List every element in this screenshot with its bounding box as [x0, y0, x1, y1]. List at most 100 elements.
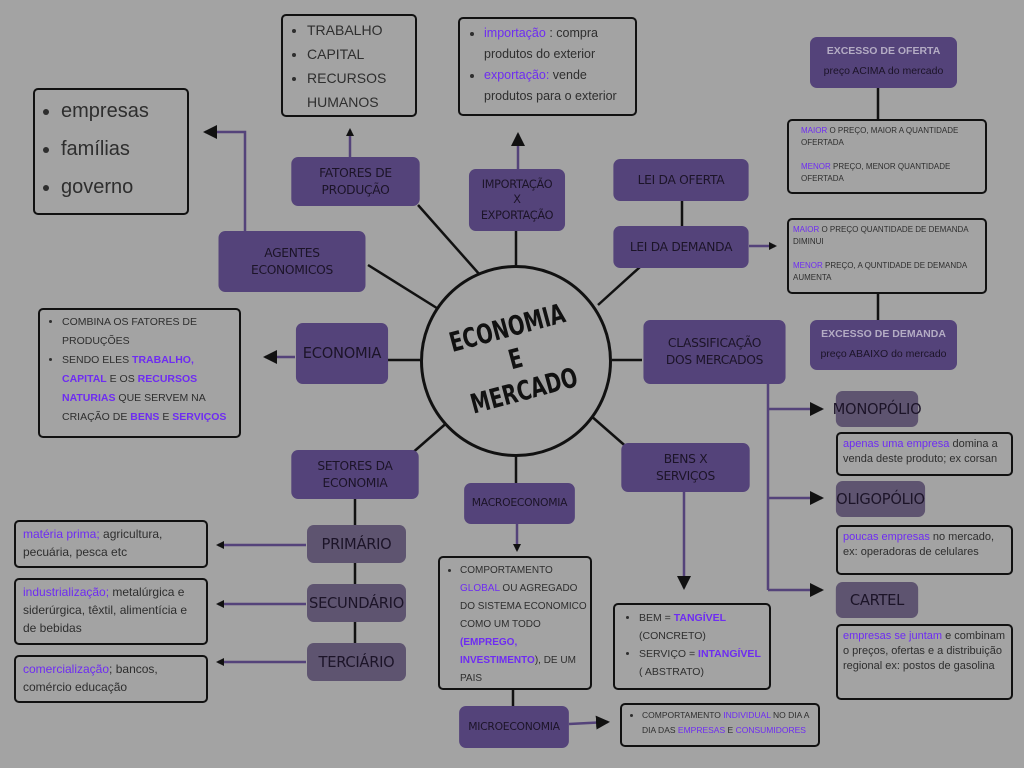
- list-item: SENDO ELES TRABALHO, CAPITAL E OS RECURS…: [62, 351, 233, 427]
- highlight-text: SERVIÇOS: [172, 411, 227, 423]
- node-macroeconomia[interactable]: MACROECONOMIA: [464, 483, 575, 524]
- text-segment: SERVIÇO =: [639, 648, 699, 660]
- list-item: governo: [61, 168, 177, 206]
- text-segment: COMPORTAMENTO: [460, 565, 553, 576]
- node-sector[interactable]: TERCIÁRIO: [307, 643, 406, 681]
- node-label: MACROECONOMIA: [471, 496, 568, 510]
- highlight-text: EMPRESAS: [677, 725, 726, 735]
- highlight-text: matéria prima;: [23, 527, 100, 541]
- list-item: BEM = TANGÍVEL (CONCRETO): [639, 609, 761, 645]
- node-label: SETORES DA ECONOMIA: [317, 457, 393, 490]
- node-label: OLIGOPÓLIO: [836, 489, 925, 508]
- node-label: AGENTES ECONOMICOS: [251, 244, 333, 277]
- highlight-text: importação: [484, 26, 546, 40]
- highlight-text: (EMPREGO, INVESTIMENTO: [460, 637, 535, 666]
- highlight-text: empresas se juntam: [843, 630, 943, 642]
- node-setores-economia[interactable]: SETORES DA ECONOMIA: [291, 450, 419, 499]
- text-segment: OU AGREGADO DO SISTEMA ECONOMICO COMO UM…: [460, 583, 587, 630]
- node-lei-demanda[interactable]: LEI DA DEMANDA: [613, 226, 749, 268]
- text-segment: COMPORTAMENTO: [642, 710, 724, 720]
- list-item: COMBINA OS FATORES DE PRODUÇÕES: [62, 313, 233, 351]
- text-segment: agricultura, pecuária, pesca etc: [23, 527, 163, 559]
- node-sector[interactable]: PRIMÁRIO: [307, 525, 406, 563]
- node-label: CLASSIFICAÇÃO DOS MERCADOS: [665, 335, 764, 367]
- highlight-text: apenas uma empresa: [843, 438, 950, 450]
- highlight-text: INTANGÍVEL: [698, 648, 761, 660]
- text-segment: (CONCRETO): [639, 630, 706, 642]
- highlight-text: exportação:: [484, 68, 550, 82]
- node-economia[interactable]: ECONOMIA: [295, 323, 389, 384]
- text-segment: domina a venda deste produto; ex corsan: [843, 438, 998, 465]
- highlight-text: RECURSOS NATURIAS: [62, 373, 198, 404]
- node-label: LEI DA DEMANDA: [629, 238, 733, 254]
- text-segment: SENDO ELES: [62, 354, 133, 366]
- highlight-text: BENS: [130, 411, 160, 423]
- node-classificacao-mercados[interactable]: CLASSIFICAÇÃO DOS MERCADOS: [643, 320, 786, 384]
- highlight-text: MENOR: [793, 261, 823, 270]
- excess-title: EXCESSO DE OFERTA: [826, 45, 941, 57]
- list-item: empresas: [61, 92, 177, 130]
- text-segment: vende produtos para o exterior: [484, 68, 617, 103]
- list-item: COMPORTAMENTO INDIVIDUAL NO DIA A DIA DA…: [642, 708, 814, 738]
- node-label: BENS X SERVIÇOS: [656, 450, 715, 483]
- list-item: exportação: vende produtos para o exteri…: [484, 65, 627, 107]
- highlight-text: CONSUMIDORES: [735, 725, 806, 735]
- highlight-text: poucas empresas: [843, 531, 930, 543]
- micro-box: COMPORTAMENTO INDIVIDUAL NO DIA A DIA DA…: [620, 703, 820, 747]
- node-market-type[interactable]: CARTEL: [835, 582, 919, 618]
- rule-text: MAIOR O PREÇO QUANTIDADE DE DEMANDA DIMI…: [793, 224, 981, 248]
- node-market-type[interactable]: MONOPÓLIO: [833, 391, 922, 427]
- node-bens-servicos[interactable]: BENS X SERVIÇOS: [621, 443, 750, 492]
- node-microeconomia[interactable]: MICROECONOMIA: [459, 706, 569, 748]
- rule-text: MENOR PREÇO, A QUNTIDADE DE DEMANDA AUME…: [793, 260, 981, 284]
- text-segment: ; bancos, comércio educação: [23, 662, 158, 694]
- excess-text: preço ACIMA do mercado: [823, 64, 944, 77]
- list-item: famílias: [61, 130, 177, 168]
- text-segment: E: [159, 411, 173, 423]
- text-segment: NO DIA A DIA DAS: [642, 710, 809, 735]
- node-market-type[interactable]: OLIGOPÓLIO: [835, 481, 925, 517]
- market-desc-box: empresas se juntam e combinam o preços, …: [836, 624, 1013, 700]
- node-label: TERCIÁRIO: [318, 652, 395, 671]
- node-label: FATORES DE PRODUÇÃO: [319, 164, 392, 197]
- node-importacao-exportacao[interactable]: IMPORTAÇÃO X EXPORTAÇÃO: [468, 169, 566, 231]
- highlight-text: TRABALHO, CAPITAL: [62, 354, 194, 385]
- sector-desc-box: industrialização; metalúrgica e siderúrg…: [14, 578, 208, 645]
- text-segment: BEM =: [639, 612, 674, 624]
- macro-box: COMPORTAMENTO GLOBAL OU AGREGADO DO SIST…: [438, 556, 592, 690]
- highlight-text: MAIOR: [801, 126, 828, 135]
- rule-text: MAIOR O PREÇO, MAIOR A QUANTIDADE OFERTA…: [801, 125, 973, 149]
- node-agentes-economicos[interactable]: AGENTES ECONOMICOS: [218, 231, 366, 292]
- list-item: RECURSOS HUMANOS: [307, 66, 407, 114]
- excesso-oferta-node[interactable]: EXCESSO DE OFERTA preço ACIMA do mercado: [810, 37, 957, 88]
- list-item: COMPORTAMENTO GLOBAL OU AGREGADO DO SIST…: [460, 562, 588, 688]
- node-label: IMPORTAÇÃO X EXPORTAÇÃO: [480, 176, 554, 222]
- impexp-box: importação : compra produtos do exterior…: [458, 17, 637, 116]
- sector-desc-box: matéria prima; agricultura, pecuária, pe…: [14, 520, 208, 568]
- node-label: LEI DA OFERTA: [637, 171, 725, 187]
- text-segment: : compra produtos do exterior: [484, 26, 598, 61]
- node-label: PRIMÁRIO: [321, 534, 392, 553]
- node-label: MICROECONOMIA: [468, 719, 560, 733]
- excess-title: EXCESSO DE DEMANDA: [821, 328, 946, 340]
- text-segment: ), DE UM PAIS: [460, 655, 576, 684]
- center-topic: ECONOMIA E MERCADO: [420, 265, 612, 457]
- node-sector[interactable]: SECUNDÁRIO: [307, 584, 406, 622]
- economia-box: COMBINA OS FATORES DE PRODUÇÕES SENDO ELE…: [38, 308, 241, 438]
- highlight-text: INDIVIDUAL: [723, 710, 771, 720]
- text-segment: COMBINA OS FATORES DE PRODUÇÕES: [62, 316, 197, 347]
- text-segment: no mercado, ex: operadoras de celulares: [843, 531, 995, 558]
- fatores-list-box: TRABALHOCAPITALRECURSOS HUMANOS: [281, 14, 417, 117]
- list-item: CAPITAL: [307, 42, 407, 66]
- node-lei-oferta[interactable]: LEI DA OFERTA: [613, 159, 749, 201]
- text-segment: ( ABSTRATO): [639, 666, 704, 678]
- node-fatores-producao[interactable]: FATORES DE PRODUÇÃO: [291, 157, 420, 206]
- agents-list-box: empresasfamíliasgoverno: [33, 88, 189, 215]
- list-item: TRABALHO: [307, 18, 407, 42]
- highlight-text: MAIOR: [793, 225, 820, 234]
- demanda-box: MAIOR O PREÇO QUANTIDADE DE DEMANDA DIMI…: [787, 218, 987, 294]
- highlight-text: TANGÍVEL: [673, 612, 727, 624]
- list-item: SERVIÇO = INTANGÍVEL ( ABSTRATO): [639, 645, 761, 681]
- oferta-box: MAIOR O PREÇO, MAIOR A QUANTIDADE OFERTA…: [787, 119, 987, 194]
